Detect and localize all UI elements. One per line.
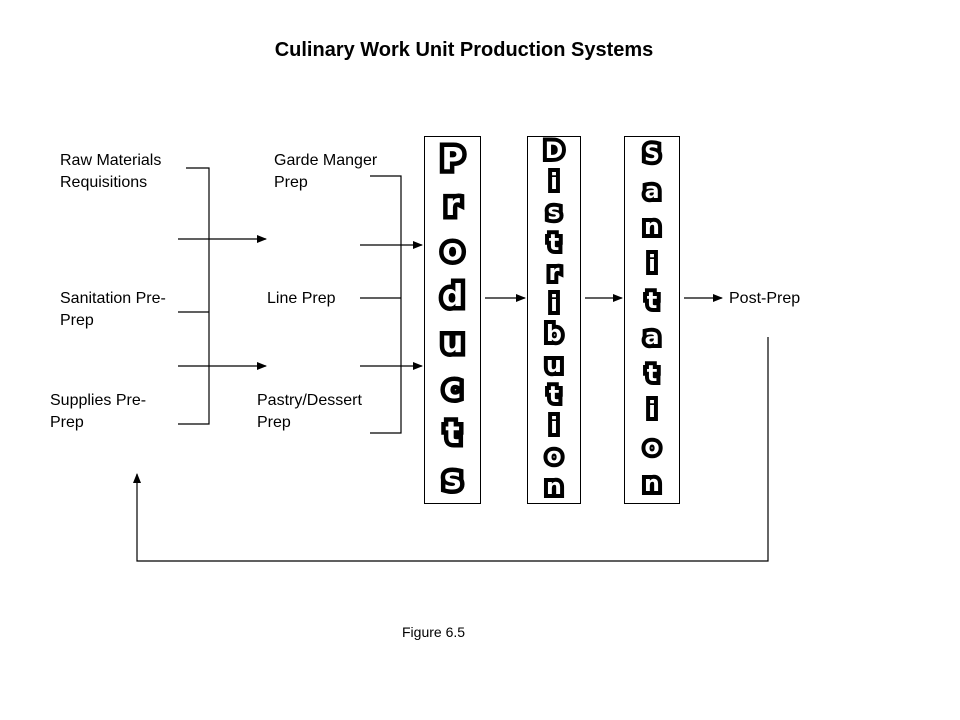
- distribution-letter: o: [542, 442, 565, 472]
- distribution-box: D i s t r i b u t i o n: [527, 136, 581, 504]
- supplies-pre-prep-label: Supplies Pre- Prep: [50, 390, 146, 434]
- sanitation-pre-prep-line-1: Sanitation Pre-: [60, 290, 166, 307]
- products-letter: t: [441, 414, 465, 453]
- supplies-pre-prep-line-1: Supplies Pre-: [50, 392, 147, 409]
- products-letter: o: [438, 231, 467, 270]
- raw-materials-label: Raw Materials Requisitions: [60, 150, 161, 194]
- products-letter: u: [437, 323, 468, 362]
- line-prep-label: Line Prep: [267, 290, 336, 307]
- sanitation-letter: a: [641, 323, 664, 353]
- pastry-dessert-label: Pastry/Dessert Prep: [257, 390, 362, 434]
- feedback-loop-line: [133, 337, 769, 562]
- pastry-dessert-line-2: Prep: [257, 414, 291, 431]
- products-box: P r o d u c t s: [424, 136, 481, 504]
- sanitation-letter: o: [640, 433, 663, 463]
- distribution-letter: t: [545, 228, 563, 258]
- sanitation-pre-prep-label: Sanitation Pre- Prep: [60, 288, 166, 332]
- sanitation-letter: t: [643, 360, 661, 390]
- figure-caption: Figure 6.5: [402, 624, 466, 640]
- sanitation-box: S a n i t a t i o n: [624, 136, 680, 504]
- products-letter: r: [441, 186, 465, 225]
- distribution-letter: n: [542, 472, 566, 502]
- sanitation-pre-prep-line-2: Prep: [60, 312, 94, 329]
- sanitation-letter: t: [643, 286, 661, 316]
- sanitation-letter: n: [640, 213, 664, 243]
- raw-materials-line-1: Raw Materials: [60, 152, 162, 169]
- garde-manger-line-2: Prep: [274, 174, 308, 191]
- input-bracket-line: [178, 167, 210, 425]
- distribution-letter: D: [541, 137, 567, 167]
- products-letter: P: [437, 140, 468, 179]
- diagram-title: Culinary Work Unit Production Systems: [274, 39, 654, 61]
- post-prep-label: Post-Prep: [729, 290, 801, 307]
- sanitation-letter: S: [640, 140, 664, 170]
- distribution-letter: t: [545, 381, 563, 411]
- sanitation-letter: a: [641, 177, 664, 207]
- products-letter: d: [437, 277, 468, 316]
- garde-manger-line-1: Garde Manger: [274, 152, 378, 169]
- garde-manger-label: Garde Manger Prep: [274, 150, 377, 194]
- distribution-letter: r: [545, 259, 564, 289]
- pastry-dessert-line-1: Pastry/Dessert: [257, 392, 362, 409]
- sanitation-letter: n: [640, 469, 664, 499]
- distribution-letter: s: [543, 198, 564, 228]
- distribution-letter: u: [542, 350, 566, 380]
- distribution-letter: b: [542, 320, 566, 350]
- raw-materials-line-2: Requisitions: [60, 174, 148, 191]
- supplies-pre-prep-line-2: Prep: [50, 414, 84, 431]
- prep-bracket-line: [370, 175, 402, 434]
